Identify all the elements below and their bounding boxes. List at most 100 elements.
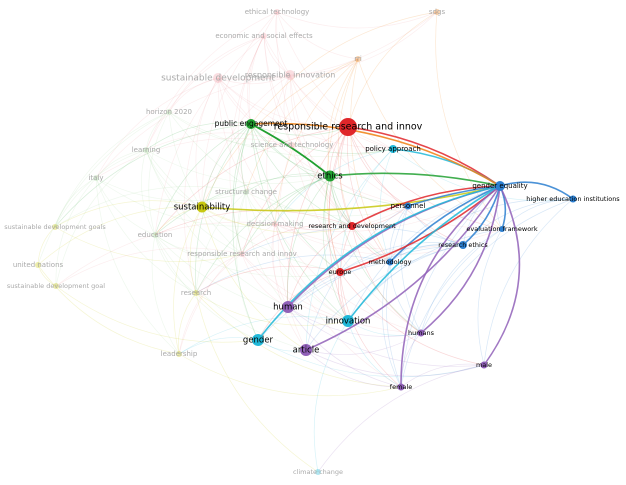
node-circle[interactable] (193, 290, 199, 296)
node-human[interactable]: human (273, 301, 303, 313)
node-label[interactable]: research ethics (438, 241, 488, 249)
node-science-and-technology[interactable]: science and technology (251, 141, 334, 149)
node-label[interactable]: science and technology (251, 141, 334, 149)
node-label[interactable]: sustainable development goal (7, 282, 105, 290)
node-label[interactable]: ethics (317, 172, 343, 182)
node-label[interactable]: economic and social effects (215, 32, 313, 40)
node-decision-making[interactable]: decision making (246, 220, 303, 228)
node-gender-equality[interactable]: gender equality (472, 181, 528, 191)
node-circle[interactable] (243, 189, 249, 195)
node-label[interactable]: ethical technology (245, 8, 310, 16)
node-label[interactable]: personnel (391, 202, 426, 210)
node-circle[interactable] (239, 251, 245, 257)
node-circle[interactable] (246, 119, 256, 129)
node-label[interactable]: methodology (369, 258, 412, 266)
node-label[interactable]: rri (354, 55, 362, 63)
node-label[interactable]: innovation (326, 317, 371, 327)
node-public-engagement[interactable]: public engagement (215, 119, 288, 129)
node-label[interactable]: sustainable development (161, 74, 275, 84)
node-circle[interactable] (336, 268, 344, 276)
node-circle[interactable] (261, 33, 267, 39)
node-circle[interactable] (52, 224, 58, 230)
node-evaluation-framework[interactable]: evaluation framework (466, 225, 537, 233)
node-male[interactable]: male (476, 361, 492, 369)
node-label[interactable]: male (476, 361, 492, 369)
node-label[interactable]: italy (88, 174, 103, 182)
node-circle[interactable] (397, 383, 405, 391)
node-circle[interactable] (93, 175, 99, 181)
node-label[interactable]: gender equality (472, 182, 527, 190)
node-circle[interactable] (300, 344, 312, 356)
node-circle[interactable] (272, 221, 278, 227)
node-ethics[interactable]: ethics (317, 170, 343, 182)
node-label[interactable]: decision making (246, 220, 303, 228)
node-circle[interactable] (285, 70, 295, 80)
node-circle[interactable] (480, 361, 488, 369)
node-circle[interactable] (282, 301, 294, 313)
node-circle[interactable] (459, 241, 467, 249)
node-circle[interactable] (324, 170, 336, 182)
node-personnel[interactable]: personnel (391, 202, 426, 210)
node-circle[interactable] (213, 73, 223, 83)
node-leadership[interactable]: leadership (161, 350, 198, 358)
node-horizon-2020[interactable]: horizon 2020 (146, 108, 192, 116)
node-education[interactable]: education (138, 231, 173, 239)
node-united-nations[interactable]: united nations (13, 261, 64, 269)
node-label[interactable]: learning (132, 146, 161, 154)
node-circle[interactable] (389, 145, 397, 153)
node-circle[interactable] (499, 226, 505, 232)
node-circle[interactable] (342, 315, 354, 327)
node-research-and-development[interactable]: research and development (308, 222, 396, 230)
node-sustainable-development-goal[interactable]: sustainable development goal (7, 282, 105, 290)
node-circle[interactable] (386, 258, 394, 266)
node-circle[interactable] (196, 201, 208, 213)
node-circle[interactable] (35, 262, 41, 268)
node-circle[interactable] (348, 222, 356, 230)
node-label[interactable]: responsible research and innov (187, 250, 297, 258)
node-learning[interactable]: learning (132, 146, 161, 154)
node-ethical-technology[interactable]: ethical technology (245, 8, 310, 16)
node-climate-change[interactable]: climate change (293, 468, 343, 476)
node-policy-approach[interactable]: policy approach (365, 145, 421, 153)
node-label[interactable]: europe (329, 268, 352, 276)
node-circle[interactable] (417, 329, 425, 337)
node-circle[interactable] (434, 9, 440, 15)
node-rri[interactable]: rri (354, 55, 362, 63)
node-circle[interactable] (166, 109, 172, 115)
node-label[interactable]: education (138, 231, 173, 239)
node-label[interactable]: evaluation framework (466, 225, 537, 233)
node-label[interactable]: structural change (215, 188, 277, 196)
node-higher-education-institutions[interactable]: higher education institutions (526, 195, 620, 203)
node-label[interactable]: higher education institutions (526, 195, 620, 203)
node-europe[interactable]: europe (329, 268, 352, 276)
node-label[interactable]: gender (243, 336, 274, 346)
node-label[interactable]: horizon 2020 (146, 108, 192, 116)
node-label[interactable]: public engagement (215, 119, 288, 128)
node-circle[interactable] (355, 56, 361, 62)
node-label[interactable]: research and development (308, 222, 396, 230)
node-label[interactable]: female (390, 383, 412, 391)
node-sustainable-development-goals[interactable]: sustainable development goals (4, 223, 106, 231)
node-label[interactable]: humans (408, 329, 435, 337)
node-sdgs[interactable]: sdgs (429, 8, 446, 16)
node-responsible-innovation[interactable]: responsible innovation (245, 70, 336, 80)
node-responsible-research-and-innov[interactable]: responsible research and innov (274, 118, 423, 136)
node-label[interactable]: leadership (161, 350, 198, 358)
node-label[interactable]: climate change (293, 468, 343, 476)
node-label[interactable]: human (273, 303, 303, 313)
node-label[interactable]: sustainability (174, 203, 231, 213)
node-circle[interactable] (495, 181, 505, 191)
node-research[interactable]: research (181, 289, 211, 297)
node-circle[interactable] (339, 118, 357, 136)
node-circle[interactable] (289, 142, 295, 148)
node-circle[interactable] (53, 283, 59, 289)
node-label[interactable]: united nations (13, 261, 64, 269)
node-gender[interactable]: gender (243, 334, 274, 346)
node-italy[interactable]: italy (88, 174, 103, 182)
node-structural-change[interactable]: structural change (215, 188, 277, 196)
node-circle[interactable] (176, 351, 182, 357)
node-methodology[interactable]: methodology (369, 258, 412, 266)
node-label[interactable]: sustainable development goals (4, 223, 106, 231)
